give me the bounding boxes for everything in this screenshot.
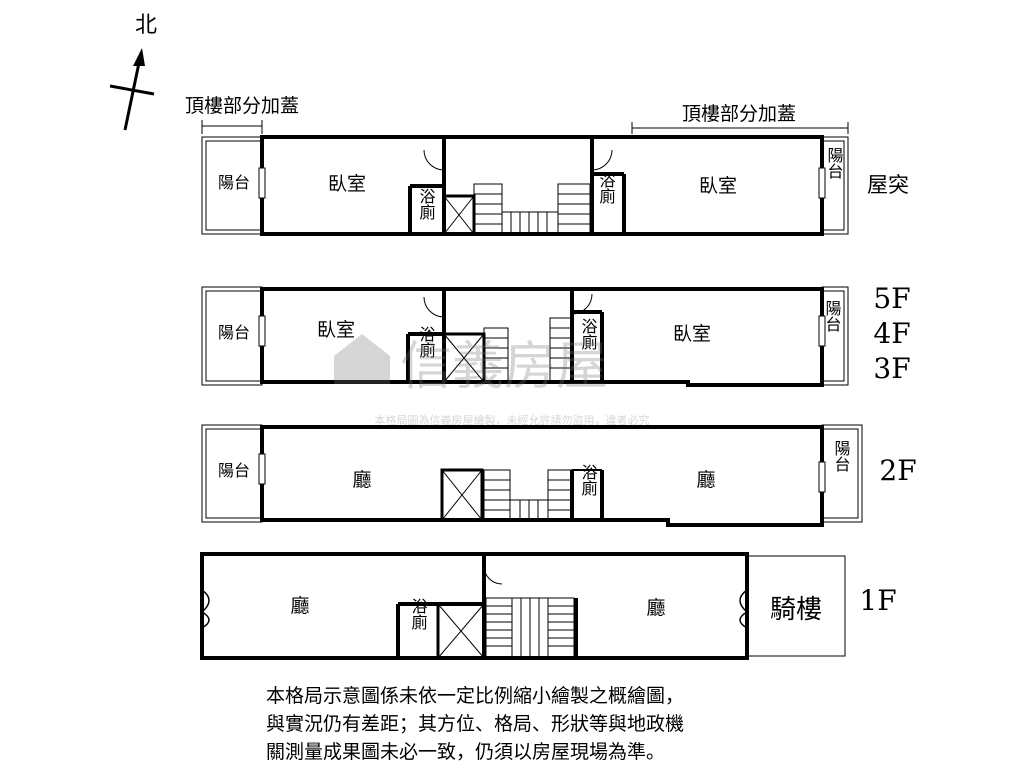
window [258,453,266,485]
roof-bath-right: 浴廁 [597,172,616,205]
door-swing-icon [483,565,503,585]
floor345-balcony-right: 陽台 [823,300,842,332]
door-swing-icon [423,296,445,318]
floor2-balcony-right: 陽台 [832,440,851,472]
roof-bedroom-right: 臥室 [699,175,737,197]
floor-1: 廳 浴廁 廳 騎樓 1F [200,552,897,660]
floor-label-3f: 3F [873,352,910,385]
roof-addition-label-left: 頂樓部分加蓋 [185,95,299,117]
window [818,315,826,347]
floor345-main-walls [260,287,824,387]
door-swing-icon [591,149,613,171]
double-door-icon [201,589,210,629]
floor-label-4f: 4F [873,317,910,350]
floor-2: 陽台 廳 浴廁 廳 陽台 2F [201,424,917,527]
north-arrow-icon [133,48,145,66]
staircase-icon [485,597,575,659]
roof-floor-label: 屋突 [867,173,909,197]
floor-label-5f: 5F [873,282,910,315]
floor1-bath: 浴廁 [409,598,428,631]
floor-label-2f: 2F [879,454,916,487]
watermark: 信義房屋 本格局圖為信義房屋繪製，未經允許請勿盜用，違者必究 [334,334,650,427]
watermark-notice: 本格局圖為信義房屋繪製，未經允許請勿盜用，違者必究 [375,413,650,427]
compass-needle [123,57,142,131]
disclaimer: 本格局示意圖係未依一定比例縮小繪製之概繪圖， 與實況仍有差距；其方位、格局、形狀… [266,685,684,763]
compass-crossbar [109,84,155,96]
elevator-shaft-icon [436,602,486,660]
floor2-balcony-left: 陽台 [218,461,250,480]
floor345-bedroom-right: 臥室 [673,323,711,345]
north-label: 北 [135,13,157,38]
floor2-hall-left: 廳 [352,469,371,491]
arcade-outline [746,555,846,657]
floor1-hall-right: 廳 [646,597,665,619]
staircase-icon [483,317,573,383]
floor1-hall-left: 廳 [290,595,309,617]
floor-label-1f: 1F [859,584,896,617]
floor345-bath-right: 浴廁 [579,318,598,351]
window [258,315,266,347]
floor345-balcony-left: 陽台 [218,323,250,342]
brand-logo-icon [334,334,390,384]
window [818,461,826,493]
roof-bedroom-left: 臥室 [328,173,366,195]
double-door-icon [739,589,748,629]
disclaimer-line-1: 本格局示意圖係未依一定比例縮小繪製之概繪圖， [266,685,684,707]
floors-3-5: 陽台 臥室 浴廁 浴廁 臥室 陽台 5F 4F 3F [201,282,911,387]
floor2-bath: 浴廁 [579,464,598,497]
compass: 北 [109,13,157,131]
floor2-hall-right: 廳 [696,469,715,491]
window [818,167,826,199]
roof-balcony-left: 陽台 [218,173,250,192]
disclaimer-line-2: 與實況仍有差距；其方位、格局、形狀等與地政機 [266,713,684,735]
door-swing-icon [571,293,593,315]
arcade-label: 騎樓 [770,595,822,625]
roof-addition-label-right: 頂樓部分加蓋 [682,103,796,125]
floor2-main-walls [260,425,824,527]
floor345-bath-left: 浴廁 [417,326,436,359]
floor345-bedroom-left: 臥室 [317,319,355,341]
window [258,167,266,199]
roof-floor: 頂樓部分加蓋 頂樓部分加蓋 [185,95,909,236]
roof-bath-left: 浴廁 [417,188,436,221]
staircase-icon [473,183,591,235]
staircase-icon [483,469,573,521]
door-swing-icon [423,149,445,171]
elevator-shaft-icon [440,468,484,522]
watermark-brand: 信義房屋 [400,337,608,397]
disclaimer-line-3: 關測量成果圖未必一致，仍須以房屋現場為準。 [266,741,665,763]
roof-balcony-right: 陽台 [825,147,844,179]
